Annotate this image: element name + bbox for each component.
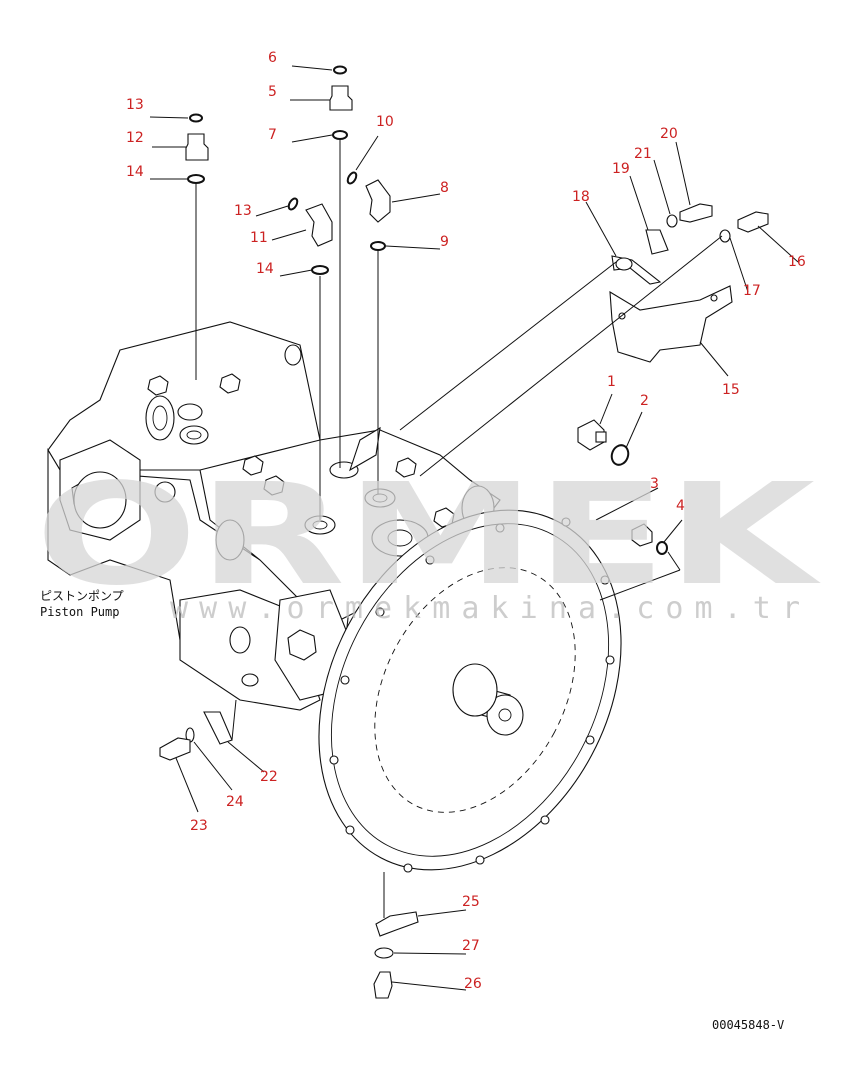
- callout-7: 7: [268, 127, 277, 143]
- watermark-brand: ORMEK: [35, 454, 821, 617]
- caption-japanese: ピストンポンプ: [40, 589, 124, 603]
- callout-4: 4: [676, 498, 685, 514]
- callout-1: 1: [607, 374, 616, 390]
- caption-english: Piston Pump: [40, 605, 119, 619]
- callout-2: 2: [640, 393, 649, 409]
- callout-17: 17: [743, 283, 761, 299]
- callout-3: 3: [650, 476, 659, 492]
- callout-10: 10: [376, 114, 394, 130]
- callout-12: 12: [126, 130, 144, 146]
- callout-20: 20: [660, 126, 678, 142]
- callout-18: 18: [572, 189, 590, 205]
- callout-14-mid: 14: [256, 261, 274, 277]
- callout-11: 11: [250, 230, 268, 246]
- callout-9: 9: [440, 234, 449, 250]
- exploded-hardware: [159, 65, 769, 999]
- callout-6: 6: [268, 50, 277, 66]
- leader-lines: [149, 65, 799, 991]
- callout-27: 27: [462, 938, 480, 954]
- callout-26: 26: [464, 976, 482, 992]
- callout-numbers: 1 2 3 4 5 6 7 8 9 10 11 12 13 13 14 14 1…: [126, 50, 806, 992]
- callout-16: 16: [788, 254, 806, 270]
- flywheel-housing-flange: [318, 509, 622, 873]
- callout-19: 19: [612, 161, 630, 177]
- callout-15: 15: [722, 382, 740, 398]
- callout-22: 22: [260, 769, 278, 785]
- callout-14-top: 14: [126, 164, 144, 180]
- callout-5: 5: [268, 84, 277, 100]
- callout-25: 25: [462, 894, 480, 910]
- callout-21: 21: [634, 146, 652, 162]
- callout-24: 24: [226, 794, 244, 810]
- drawing-code: 00045848-V: [712, 1018, 784, 1032]
- callout-13-mid: 13: [234, 203, 252, 219]
- callout-13-top: 13: [126, 97, 144, 113]
- watermark: ORMEK www.ormekmakina.com.tr: [35, 454, 821, 626]
- callout-23: 23: [190, 818, 208, 834]
- callout-8: 8: [440, 180, 449, 196]
